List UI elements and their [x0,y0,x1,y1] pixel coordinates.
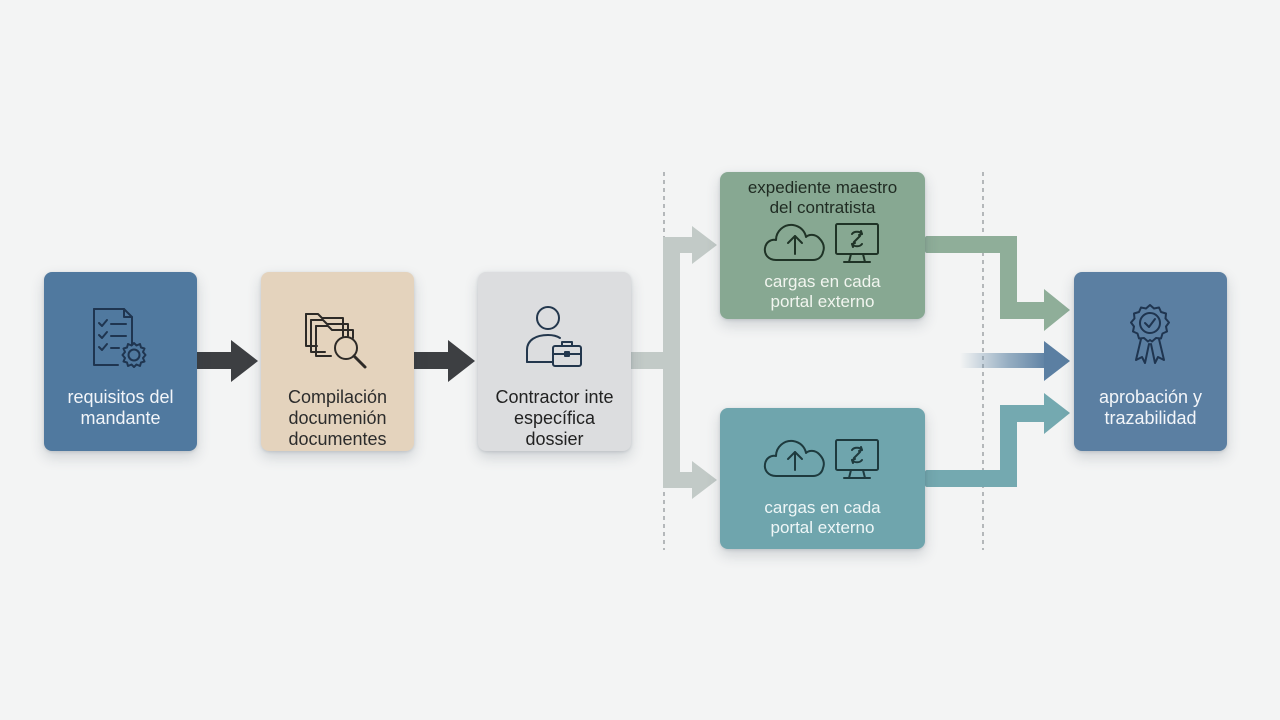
box-requisitos-mandante: requisitos del mandante [44,272,197,451]
arrow-middle-aprobacion [960,341,1070,381]
person-briefcase-icon [526,306,582,367]
maestro-label-line2: portal externo [770,292,875,311]
award-badge-icon [1130,304,1170,364]
compilacion-label-line1: Compilación [287,387,388,407]
maestro-title-line2: del contratista [769,198,876,217]
maestro-title-line1: expediente maestro [747,178,898,197]
box-contractor-dossier: Contractor inte específica dossier [478,272,631,451]
box-portal-externo: cargas en cada portal externo [720,408,925,549]
monitor-sync-icon [835,439,879,479]
requisitos-label-line2: mandante [80,408,161,428]
folder-search-icon [305,313,367,369]
contractor-label-line2: específica [513,408,596,428]
monitor-sync-icon [835,223,879,263]
compilacion-label-line2: documenión [288,408,387,428]
requisitos-label-line1: requisitos del [67,387,174,407]
box-expediente-maestro: expediente maestro del contratista carga… [720,172,925,319]
arrow-compilacion-contractor [414,340,475,382]
arrow-maestro-aprobacion [925,236,1070,331]
portal-label-line2: portal externo [770,518,875,537]
maestro-label-line1: cargas en cada [764,272,881,291]
checklist-gear-icon [93,308,147,368]
box-aprobacion-trazabilidad: aprobación y trazabilidad [1074,272,1227,451]
cloud-upload-icon [763,223,825,261]
compilacion-label-line3: documentes [288,429,387,449]
fork-arrow [631,226,717,499]
portal-label-line1: cargas en cada [764,498,881,517]
arrow-requisitos-compilacion [197,340,258,382]
aprobacion-label-line1: aprobación y [1098,387,1203,407]
arrow-portal-aprobacion [925,393,1070,487]
contractor-label-line1: Contractor inte [495,387,614,407]
aprobacion-label-line2: trazabilidad [1104,408,1197,428]
contractor-label-line3: dossier [525,429,584,449]
box-compilacion: Compilación documenión documentes [261,272,414,451]
cloud-upload-icon [763,439,825,477]
